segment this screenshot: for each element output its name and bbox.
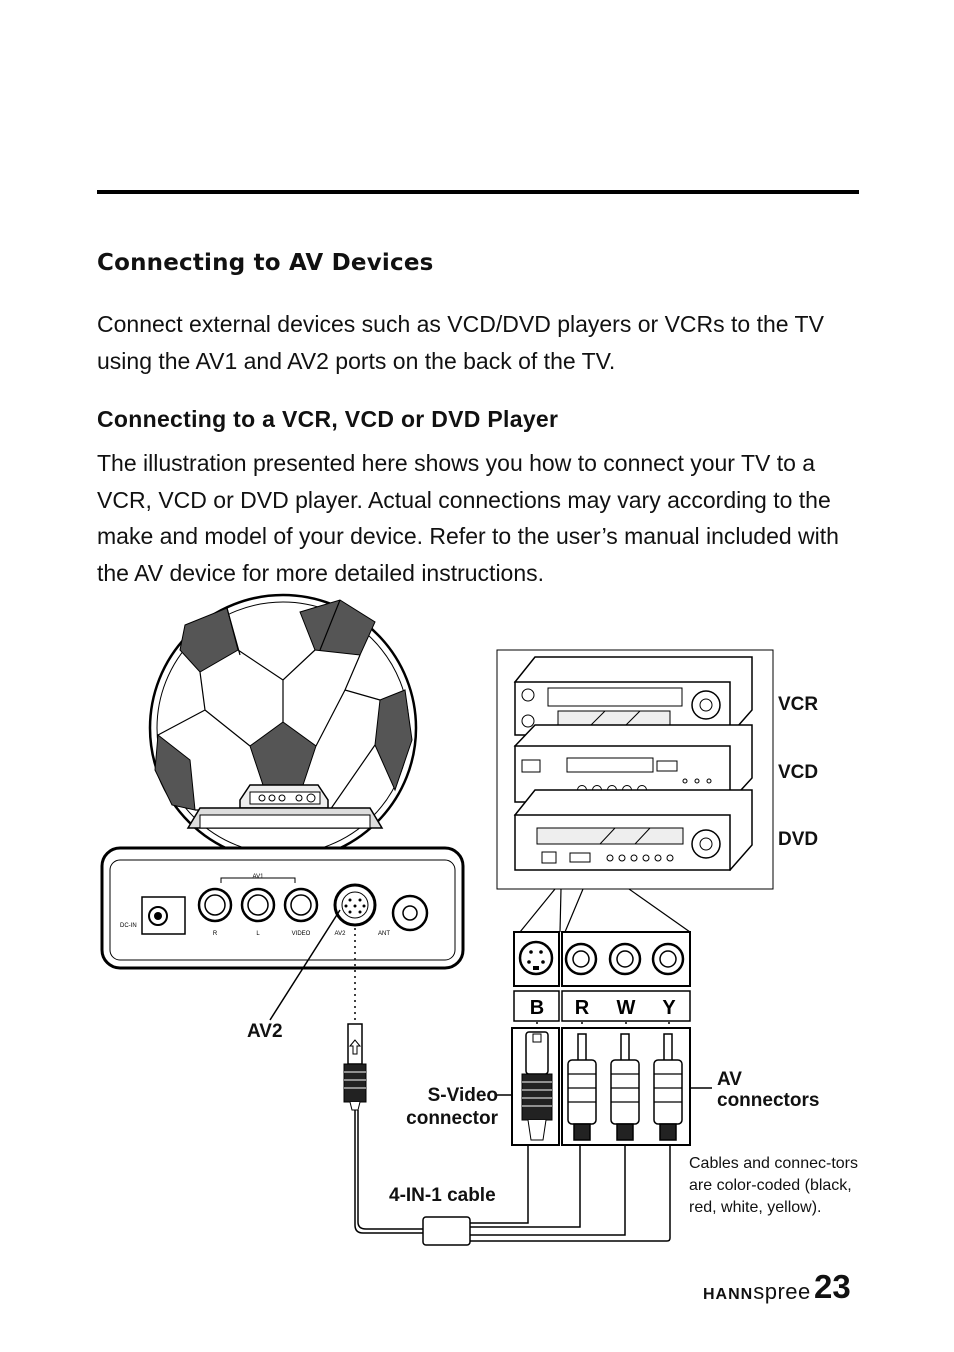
intro-paragraph: Connect external devices such as VCD/DVD… [97,311,824,374]
av-connectors-label: AV connectors [717,1069,820,1111]
cable-label: 4-IN-1 cable [389,1185,496,1206]
l-port-label: L [256,931,260,937]
color-coded-note: Cables and connec-tors are color-coded (… [689,1155,858,1216]
cable-bundle [354,1110,671,1246]
code-y: Y [662,997,676,1019]
body-paragraph: The illustration presented here shows yo… [97,450,839,586]
vcr-device [513,656,753,736]
code-r: R [575,997,590,1019]
plug-panels [511,1027,691,1146]
color-code-strip: B R W Y [513,990,691,1022]
subsection-heading: Connecting to a VCR, VCD or DVD Player [97,406,559,432]
av2-port-label: AV2 [335,931,347,937]
plug-dotted-guides [536,1022,670,1032]
dc-in-label: DC-IN [120,923,137,929]
av2-callout-label: AV2 [247,1021,283,1042]
soccer-ball-tv [148,593,418,863]
av1-port-label: AV1 [253,874,265,880]
device-output-lines [519,888,691,933]
vcr-label: VCR [778,694,819,715]
brand-logo: HANNspree [703,1279,811,1305]
code-b: B [530,997,544,1019]
vcd-label: VCD [778,762,819,783]
brand-light: spree [753,1279,811,1304]
page-number: 23 [814,1268,851,1305]
r-port-label: R [213,931,218,937]
dvd-device [513,789,753,871]
av2-pointer-line [269,909,341,1021]
device-socket-panels [513,931,691,987]
ant-port-label: ANT [378,931,390,937]
tv-back-panel: AV1 DC-IN R L VIDEO AV2 ANT [100,846,465,970]
svideo-connector-label: S-Video connector [406,1085,498,1129]
section-heading: Connecting to AV Devices [97,250,434,276]
dvd-label: DVD [778,829,819,850]
code-w: W [617,997,636,1019]
top-rule [97,190,859,194]
video-port-label: VIDEO [292,931,311,937]
brand-bold: HANN [703,1286,754,1303]
svideo-plug-to-tv [343,1023,367,1111]
